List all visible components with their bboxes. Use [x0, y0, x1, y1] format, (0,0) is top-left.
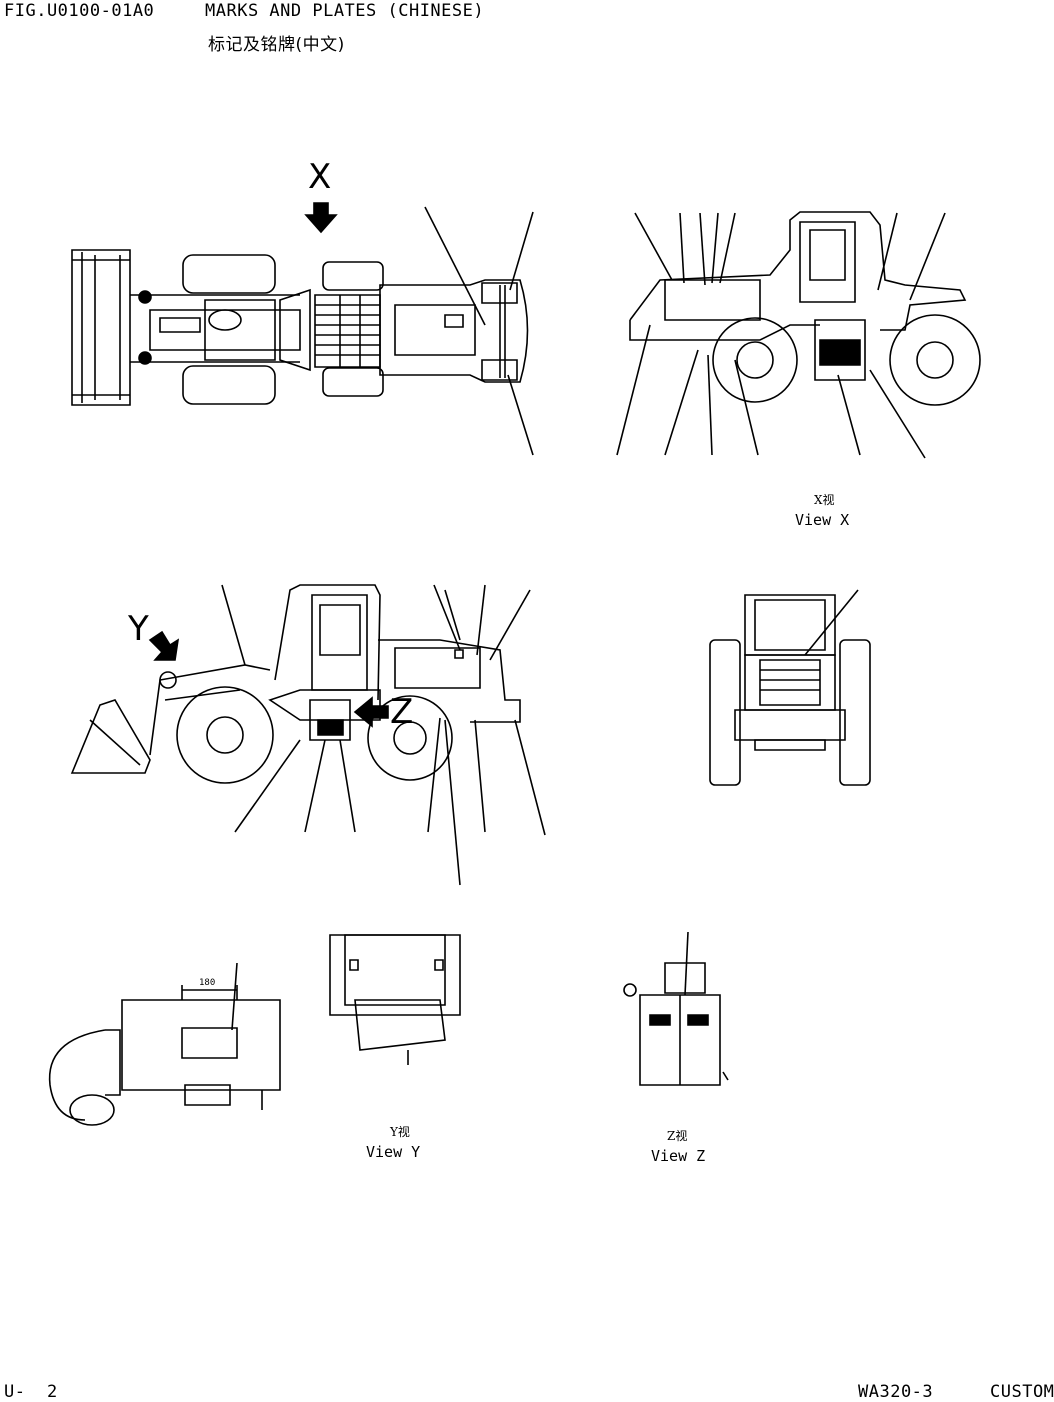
view-y-arrow: [150, 632, 178, 660]
figure-subtitle-chinese: 标记及铭牌(中文): [208, 35, 345, 55]
figure-id: FIG.U0100-01A0: [4, 1, 155, 21]
view-y-caption-chinese: Y视: [389, 1124, 410, 1139]
view-y-caption: View Y: [366, 1143, 420, 1161]
model-number: WA320-3: [858, 1382, 934, 1402]
view-z-caption: View Z: [651, 1147, 705, 1165]
view-x-marker: X: [308, 157, 332, 197]
view-x-caption: View X: [795, 511, 849, 529]
view-y-drawing: [330, 935, 460, 1065]
view-y-marker: Y: [128, 609, 149, 649]
rear-view-drawing: [710, 590, 870, 785]
page-number: U- 2: [4, 1382, 58, 1402]
dimension-label: 180: [199, 978, 215, 988]
view-z-arrow: [355, 698, 388, 726]
view-z-drawing: [624, 932, 728, 1085]
figure-title: MARKS AND PLATES (CHINESE): [205, 1, 485, 21]
view-z-marker: Z: [390, 692, 414, 732]
air-cleaner-detail: [50, 963, 280, 1125]
top-view-drawing: [72, 207, 533, 455]
view-x-drawing: [617, 212, 980, 458]
side-view-drawing: [72, 585, 545, 885]
custom-label: CUSTOM: [990, 1382, 1054, 1402]
view-x-caption-chinese: X视: [814, 492, 835, 507]
view-x-arrow: [306, 203, 336, 232]
view-z-caption-chinese: Z视: [667, 1128, 687, 1143]
